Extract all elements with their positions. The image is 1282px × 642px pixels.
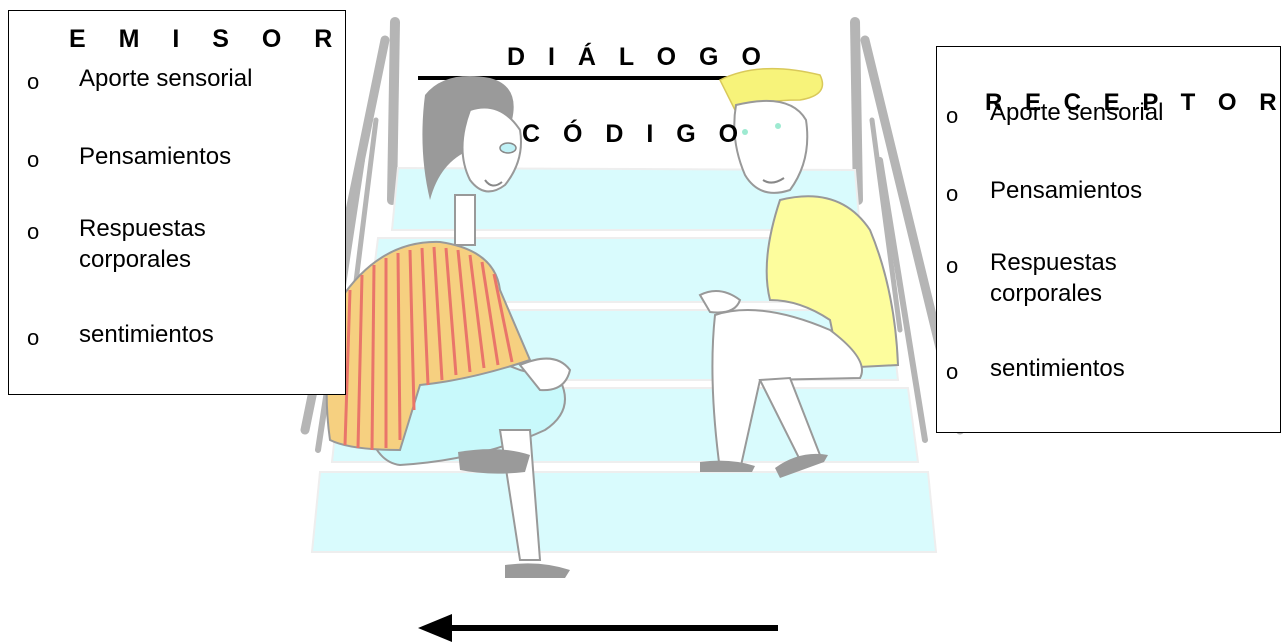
emisor-item-label-line2: corporales bbox=[79, 244, 191, 275]
dialogo-label: D I Á L O G O bbox=[507, 43, 769, 72]
receptor-item-label-line2: corporales bbox=[990, 278, 1102, 309]
codigo-label: C Ó D I G O bbox=[522, 120, 746, 149]
bullet-marker: o bbox=[27, 216, 39, 247]
receptor-panel: R E C E P T O R o Aporte sensorial o Pen… bbox=[936, 46, 1281, 433]
bullet-marker: o bbox=[27, 144, 39, 175]
emisor-item-label: Respuestas bbox=[79, 213, 206, 244]
emisor-panel: E M I S O R o Aporte sensorial o Pensami… bbox=[8, 10, 346, 395]
receptor-item-label: sentimientos bbox=[990, 353, 1125, 384]
direction-arrow bbox=[418, 614, 778, 642]
receptor-item-label: Pensamientos bbox=[990, 175, 1142, 206]
bullet-marker: o bbox=[946, 100, 958, 131]
bullet-marker: o bbox=[27, 66, 39, 97]
emisor-item-label: Aporte sensorial bbox=[79, 63, 252, 94]
bullet-marker: o bbox=[946, 178, 958, 209]
receptor-item-label: Respuestas bbox=[990, 247, 1117, 278]
emisor-title: E M I S O R bbox=[69, 25, 345, 54]
receptor-item-label: Aporte sensorial bbox=[990, 97, 1163, 128]
bullet-marker: o bbox=[27, 322, 39, 353]
emisor-item-label: Pensamientos bbox=[79, 141, 231, 172]
bullet-marker: o bbox=[946, 250, 958, 281]
emisor-item-label: sentimientos bbox=[79, 319, 214, 350]
bullet-marker: o bbox=[946, 356, 958, 387]
